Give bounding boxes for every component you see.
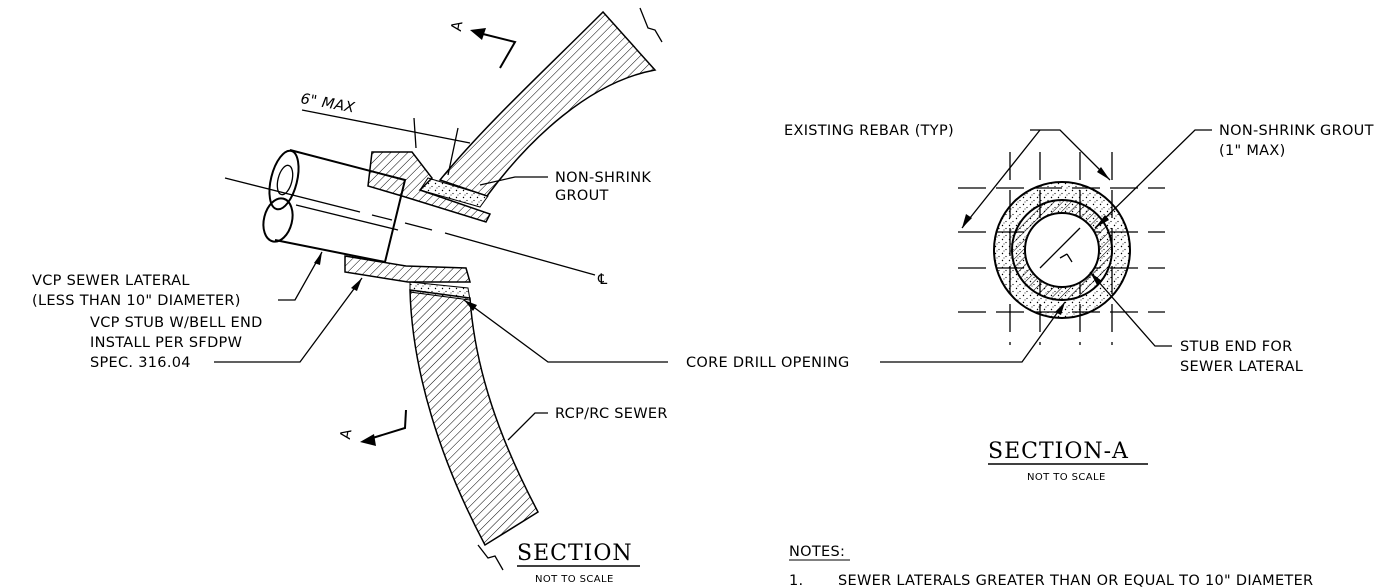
grout-label-line2: GROUT <box>555 188 609 204</box>
note-1-number: 1. <box>789 573 803 587</box>
existing-rebar-arrow-a <box>1097 167 1110 180</box>
stub-end-label-line2: SEWER LATERAL <box>1180 359 1303 375</box>
grout-label-line1: NON-SHRINK <box>555 170 651 186</box>
rcp-sewer-leader <box>507 412 548 441</box>
centerline-symbol: ℄ <box>597 272 608 288</box>
section-a-title: SECTION-A <box>988 439 1129 464</box>
svg-text:A: A <box>338 428 356 441</box>
pipe-centerline <box>224 177 596 276</box>
bell-end-upper <box>367 151 492 223</box>
rcp-sewer-label: RCP/RC SEWER <box>555 406 668 422</box>
rcp-sewer-wall-lower <box>409 289 539 547</box>
svg-text:A: A <box>449 20 467 33</box>
stub-end-arrow <box>1090 272 1102 285</box>
svg-text:6" MAX: 6" MAX <box>299 91 356 116</box>
vcp-stub-leader <box>214 277 363 363</box>
core-drill-leader-right <box>880 301 1066 363</box>
section-marker-upper: A <box>449 20 517 69</box>
core-drill-leader-left <box>463 299 668 363</box>
break-mark-lower <box>477 544 504 571</box>
break-mark-upper <box>639 7 663 43</box>
section-a-scale: NOT TO SCALE <box>1027 472 1106 483</box>
core-drill-label: CORE DRILL OPENING <box>686 355 850 371</box>
notes-heading: NOTES: <box>789 544 845 560</box>
grout-max-arrow <box>1095 215 1109 228</box>
vcp-stub-arrow <box>351 278 362 291</box>
core-drill-arrow-left <box>464 300 477 311</box>
stub-end-label-line1: STUB END FOR <box>1180 339 1292 355</box>
note-1-text: SEWER LATERALS GREATER THAN OR EQUAL TO … <box>838 573 1313 587</box>
vcp-stub-label-line3: SPEC. 316.04 <box>90 355 191 371</box>
grout-max-label-line1: NON-SHRINK GROUT <box>1219 123 1374 139</box>
vcp-pipe <box>262 149 407 264</box>
vcp-stub-label-line2: INSTALL PER SFDPW <box>90 335 242 351</box>
vcp-lateral-label-line2: (LESS THAN 10" DIAMETER) <box>32 293 241 309</box>
section-scale: NOT TO SCALE <box>535 574 614 585</box>
section-a-detail <box>958 152 1165 345</box>
grout-leader <box>479 176 548 186</box>
section-marker-lower: A <box>338 409 407 446</box>
grout-lower <box>409 281 471 301</box>
rcp-sewer-wall-upper <box>438 10 657 197</box>
grout-max-leader <box>1094 129 1212 229</box>
vcp-lateral-arrow <box>314 252 322 265</box>
stub-end-leader <box>1089 271 1172 347</box>
existing-rebar-arrow-b <box>962 214 972 228</box>
section-title: SECTION <box>517 541 633 566</box>
vcp-lateral-label-line1: VCP SEWER LATERAL <box>32 273 190 289</box>
bell-end-lower <box>344 255 471 283</box>
vcp-stub-label-line1: VCP STUB W/BELL END <box>90 315 263 331</box>
vcp-lateral-leader <box>278 251 323 301</box>
grout-max-label-line2: (1" MAX) <box>1219 143 1286 159</box>
existing-rebar-label: EXISTING REBAR (TYP) <box>784 123 954 139</box>
existing-rebar-leader-b <box>961 129 1041 229</box>
